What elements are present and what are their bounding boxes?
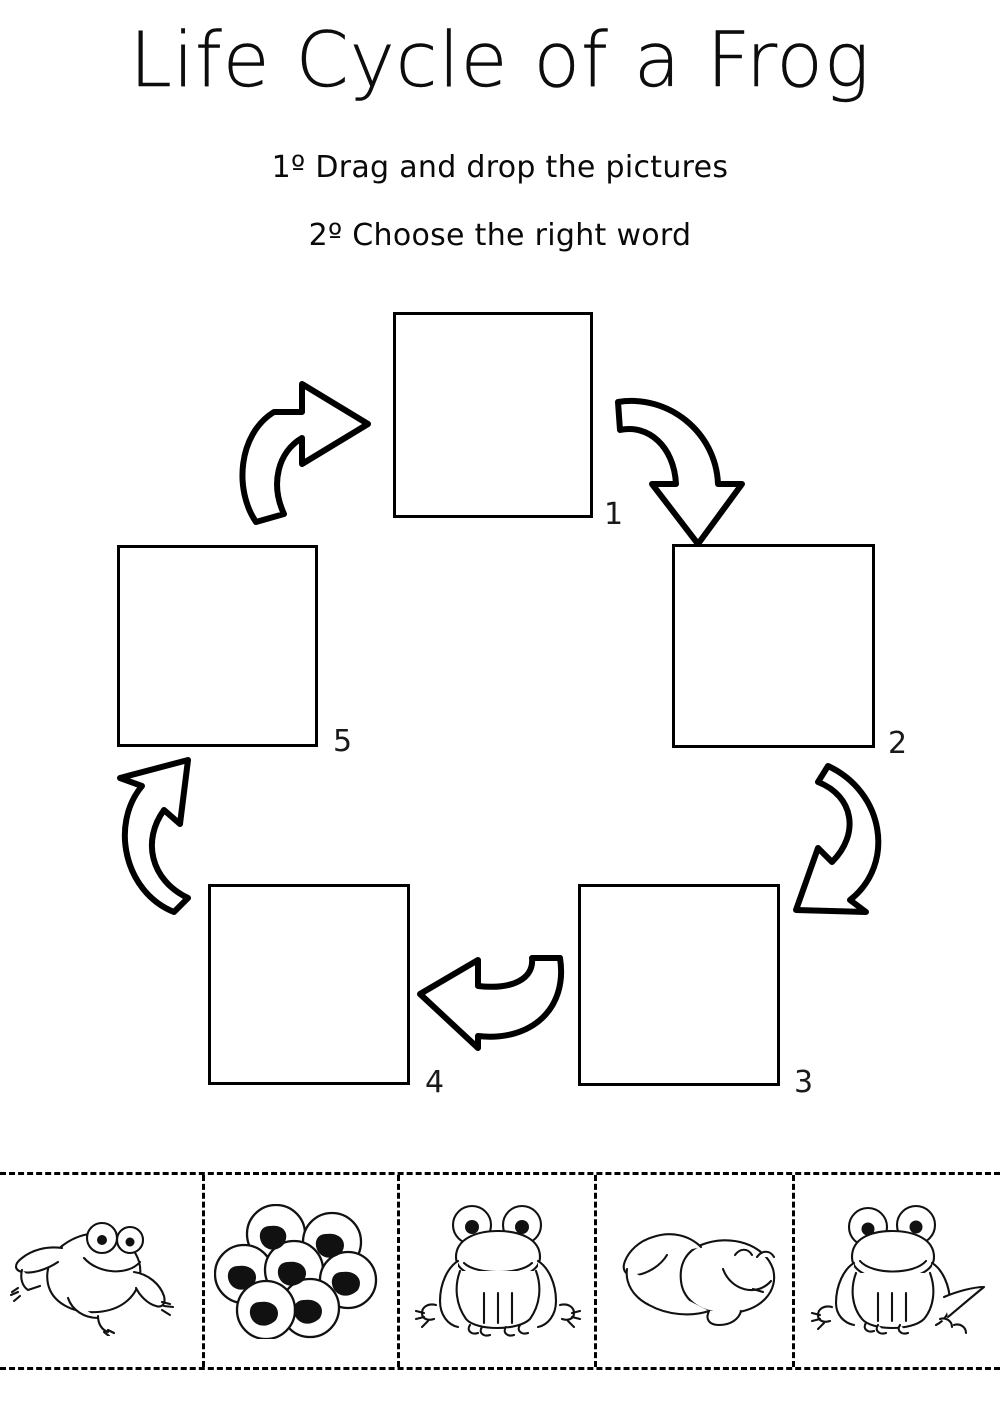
box-number-2: 2: [888, 726, 908, 761]
drop-target-box-2[interactable]: [672, 544, 875, 748]
tadpole-icon: [622, 1233, 775, 1327]
frog-jumping-icon: [9, 1221, 175, 1336]
box-number-4: 4: [425, 1065, 445, 1100]
drop-target-box-4[interactable]: [208, 884, 410, 1085]
instruction-line-2: 2º Choose the right word: [308, 218, 692, 253]
box-number-3: 3: [794, 1065, 814, 1100]
picture-bank-strip: [0, 1172, 1000, 1370]
drop-target-box-1[interactable]: [393, 312, 593, 518]
curved-arrow-down-left-icon: [793, 763, 882, 915]
box-number-5: 5: [333, 724, 353, 759]
picture-card-2[interactable]: [205, 1175, 400, 1367]
curved-arrow-left-icon: [417, 955, 565, 1051]
frog-eggs-icon: [213, 1203, 377, 1339]
page-title: Life Cycle of a Frog: [129, 15, 871, 104]
drop-target-box-3[interactable]: [578, 884, 780, 1086]
curved-arrow-up-icon: [117, 757, 191, 915]
froglet-icon: [810, 1204, 985, 1335]
picture-card-1[interactable]: [0, 1175, 205, 1367]
picture-card-3[interactable]: [400, 1175, 597, 1367]
curved-arrow-up-right-icon: [239, 381, 371, 525]
frog-front-icon: [414, 1204, 581, 1337]
instruction-line-1: 1º Drag and drop the pictures: [271, 150, 729, 185]
picture-card-5[interactable]: [795, 1175, 1000, 1367]
picture-card-4[interactable]: [597, 1175, 795, 1367]
curved-arrow-down-icon: [615, 397, 745, 547]
box-number-1: 1: [604, 497, 624, 532]
life-cycle-diagram: 1 2 3 4 5: [117, 312, 908, 1100]
drop-target-box-5[interactable]: [117, 545, 318, 747]
